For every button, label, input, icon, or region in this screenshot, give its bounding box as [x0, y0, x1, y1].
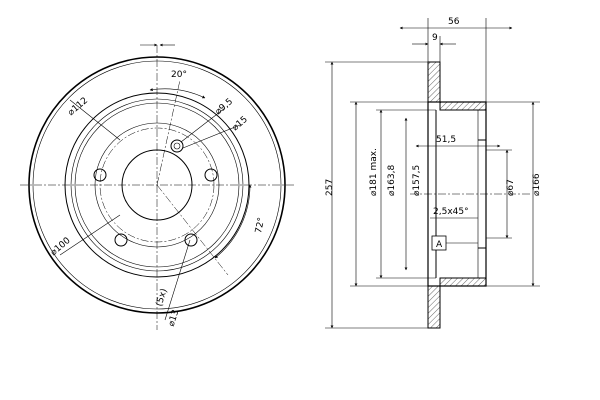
bolt-hole-4	[184, 233, 198, 247]
datum-label: A	[436, 240, 443, 250]
dim-9-label: 9	[432, 33, 438, 43]
dim-257-label: 257	[325, 179, 335, 196]
bolt-hole-3	[114, 233, 128, 247]
hat-section-bottom	[439, 277, 487, 287]
dim-157-label: ⌀157,5	[412, 165, 422, 196]
dim-112-label: ⌀112	[66, 96, 90, 118]
bolt-hole-1	[93, 168, 107, 182]
dim-67-label: ⌀67	[506, 179, 516, 196]
disc-ring-bottom	[427, 285, 441, 329]
section-view: 56 9 257 ⌀181 max. ⌀163,8 ⌀157,5 51,5 ⌀6…	[325, 17, 542, 329]
dim-56-label: 56	[448, 17, 460, 27]
dim-163-label: ⌀163,8	[387, 165, 397, 196]
leader-15	[182, 124, 241, 149]
angled-centerline-2	[156, 79, 181, 186]
leader-112	[69, 99, 121, 141]
dim-13-label: ⌀13	[167, 309, 182, 328]
leader-13	[164, 239, 191, 321]
dim-166-label: ⌀166	[532, 173, 542, 196]
dim-9-5-label: ⌀9,5	[213, 97, 235, 117]
angle-20-arc	[149, 88, 206, 99]
dim-15-label: ⌀15	[230, 115, 249, 134]
locating-hole	[170, 139, 184, 153]
angle-72-label: 72°	[254, 217, 267, 235]
disc-ring-top	[427, 61, 441, 103]
locating-hole-inner	[173, 142, 181, 150]
chamfer-label: 2,5x45°	[433, 207, 469, 217]
leader-100	[59, 214, 121, 256]
bolt-hole-2	[204, 168, 218, 182]
hat-section-top	[439, 101, 487, 111]
angle-72-arc	[214, 184, 252, 259]
angle-20-label: 20°	[171, 70, 187, 80]
dim-181-label: ⌀181 max.	[369, 148, 379, 196]
angled-centerline	[156, 184, 229, 276]
leader-9-5	[180, 107, 226, 143]
front-view: 20° ⌀9,5 ⌀15 ⌀112 ⌀100 72° (5x) ⌀13	[20, 43, 295, 330]
dim-51-label: 51,5	[436, 135, 456, 145]
